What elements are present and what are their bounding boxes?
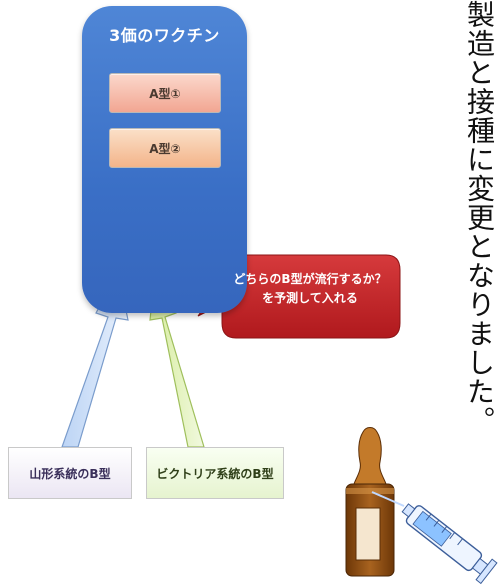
- victoria-lineage-box: ビクトリア系統のB型: [146, 447, 284, 499]
- callout-line-1: どちらのB型が流行するか？: [233, 272, 387, 286]
- vertical-caption: 製造と接種に変更となりました。: [463, 0, 496, 435]
- strain-a2: A型②: [109, 128, 221, 168]
- ampoule-icon: [345, 427, 395, 577]
- yamagata-lineage-box: 山形系統のB型: [8, 447, 132, 499]
- strain-a1: A型①: [109, 73, 221, 113]
- callout-line-2: を予測して入れる: [262, 291, 358, 305]
- vaccine-title: 3価のワクチン: [109, 26, 220, 45]
- callout-text: どちらのB型が流行するか？ を予測して入れる: [222, 270, 398, 308]
- trivalent-vaccine-box: 3価のワクチン A型① A型②: [82, 6, 247, 313]
- syringe-icon: [371, 491, 498, 585]
